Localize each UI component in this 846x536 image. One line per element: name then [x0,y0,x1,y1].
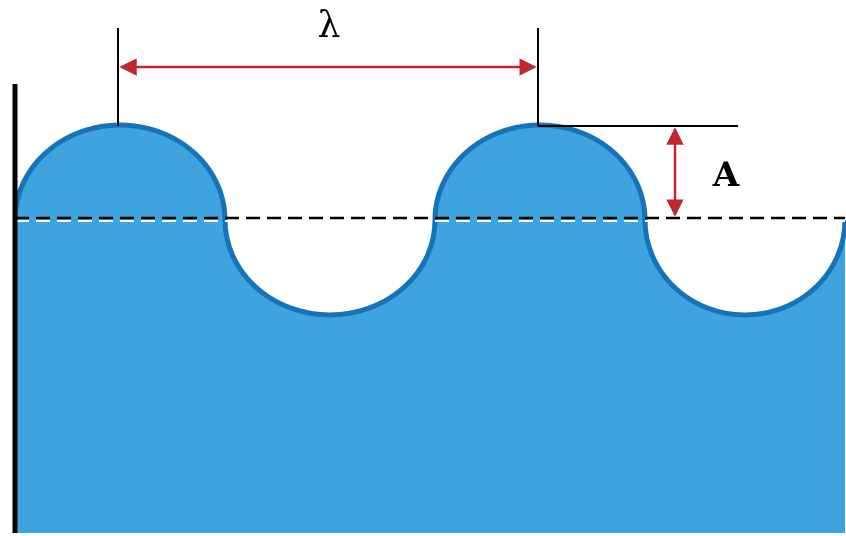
wave-surface-outline [12,122,846,318]
water-body [15,125,845,533]
amplitude-label: A [712,155,740,195]
wavelength-label: λ [318,5,341,46]
